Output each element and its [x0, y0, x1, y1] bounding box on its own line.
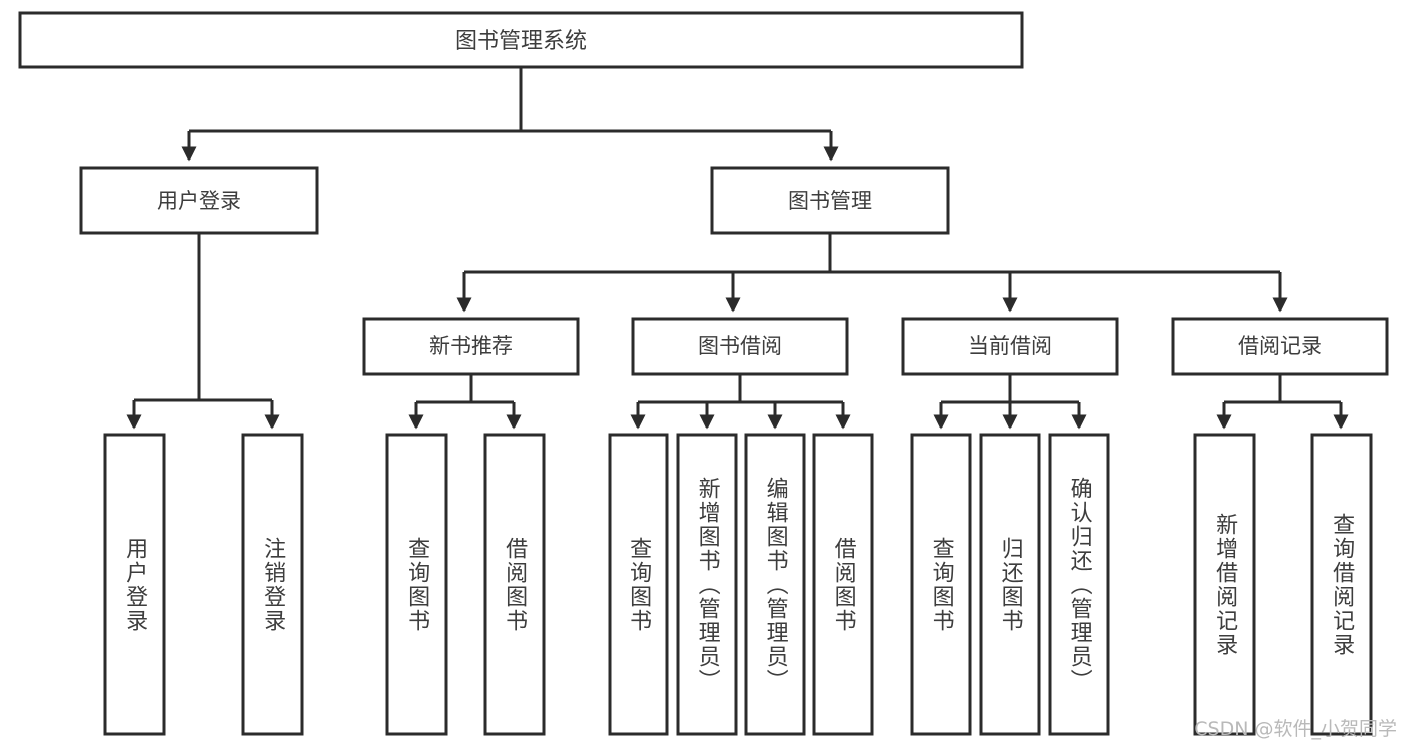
node-root-label: 图书管理系统	[455, 29, 587, 54]
connector-record-to-leaves	[1216, 374, 1349, 430]
node-user-login-box[interactable]	[79, 166, 319, 235]
node-new-book-recommend-label: 新书推荐	[429, 334, 513, 358]
leaf-box-user-login[interactable]	[103, 433, 166, 736]
node-borrow-record-label: 借阅记录	[1238, 334, 1322, 358]
connector-newbook-to-leaves	[408, 374, 522, 430]
leaf-box-return-book[interactable]	[979, 433, 1041, 736]
node-book-management-label: 图书管理	[788, 189, 872, 213]
leaf-box-add-borrow-record[interactable]	[1193, 433, 1256, 736]
node-current-borrow-label: 当前借阅	[968, 334, 1052, 358]
connector-userlogin-to-leaves	[126, 233, 280, 430]
leaf-box-borrow-book[interactable]	[812, 433, 874, 736]
node-book-management-box[interactable]	[710, 166, 950, 235]
node-book-borrow-box[interactable]	[631, 317, 849, 376]
node-borrow-record-box[interactable]	[1171, 317, 1389, 376]
leaf-box-confirm-return-admin[interactable]	[1048, 433, 1110, 736]
leaf-box-query-book-borrow[interactable]	[608, 433, 669, 736]
csdn-watermark: CSDN @软件_小贺同学	[1194, 718, 1397, 740]
node-user-login-label: 用户登录	[157, 189, 241, 213]
node-root-box[interactable]	[18, 11, 1024, 69]
leaf-box-query-book-recommend[interactable]	[385, 433, 448, 736]
connector-root-to-level2	[181, 67, 839, 162]
leaf-box-edit-book-admin[interactable]	[744, 433, 806, 736]
leaf-box-logout[interactable]	[241, 433, 304, 736]
node-current-borrow-box[interactable]	[901, 317, 1119, 376]
connector-bookmgmt-to-level3	[456, 233, 1288, 313]
leaf-box-add-book-admin[interactable]	[676, 433, 738, 736]
connector-current-to-leaves	[933, 374, 1087, 430]
leaf-box-borrow-book-recommend[interactable]	[483, 433, 546, 736]
connector-borrow-to-leaves	[630, 374, 851, 430]
leaf-box-query-book-current[interactable]	[910, 433, 972, 736]
node-book-borrow-label: 图书借阅	[698, 334, 782, 358]
leaf-box-query-borrow-record[interactable]	[1310, 433, 1373, 736]
node-new-book-recommend-box[interactable]	[362, 317, 580, 376]
